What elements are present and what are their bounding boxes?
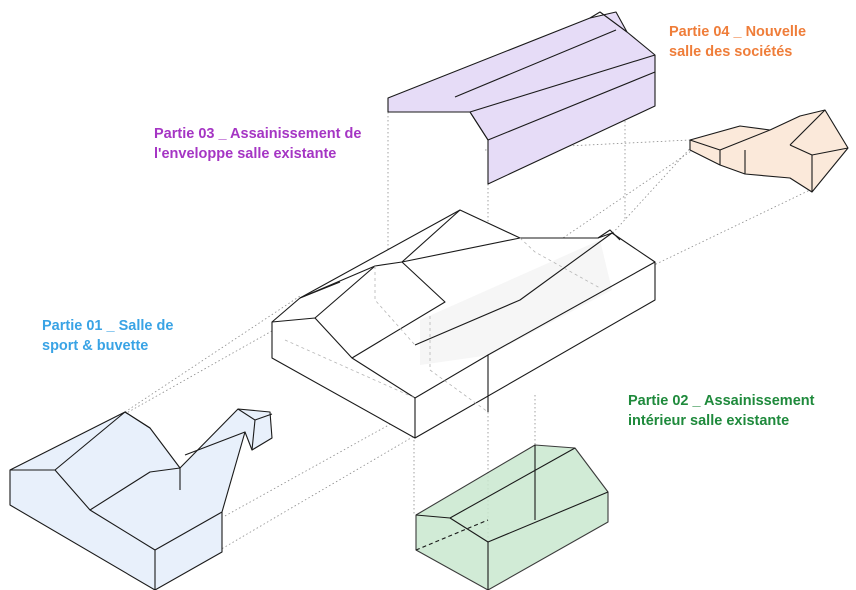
part-04-label: Partie 04 _ Nouvelle salle des sociétés [669,22,806,62]
part-04-label-line1: Partie 04 _ Nouvelle [669,24,807,40]
part-01-label-line2: sport & buvette [42,338,149,354]
part-03-label: Partie 03 _ Assainissement de l'envelopp… [154,124,361,164]
part-01-label: Partie 01 _ Salle de sport & buvette [42,316,173,356]
part-03-fill [387,11,656,185]
part-03-label-line2: l'enveloppe salle existante [154,146,337,162]
part-04-new-annex-volume [689,109,849,193]
part-02-label: Partie 02 _ Assainissement intérieur sal… [628,391,814,431]
part-02-interior-volume [415,444,609,590]
existing-hall-volume [271,209,656,439]
part-01-sport-hall-volume [9,408,273,590]
part-02-label-line2: intérieur salle existante [628,413,790,429]
part-04-label-line2: salle des sociétés [669,44,793,60]
part-03-label-line1: Partie 03 _ Assainissement de [154,126,362,142]
part-01-label-line1: Partie 01 _ Salle de [42,318,174,334]
part-02-label-line1: Partie 02 _ Assainissement [628,393,815,409]
part-03-envelope-volume [387,11,656,185]
